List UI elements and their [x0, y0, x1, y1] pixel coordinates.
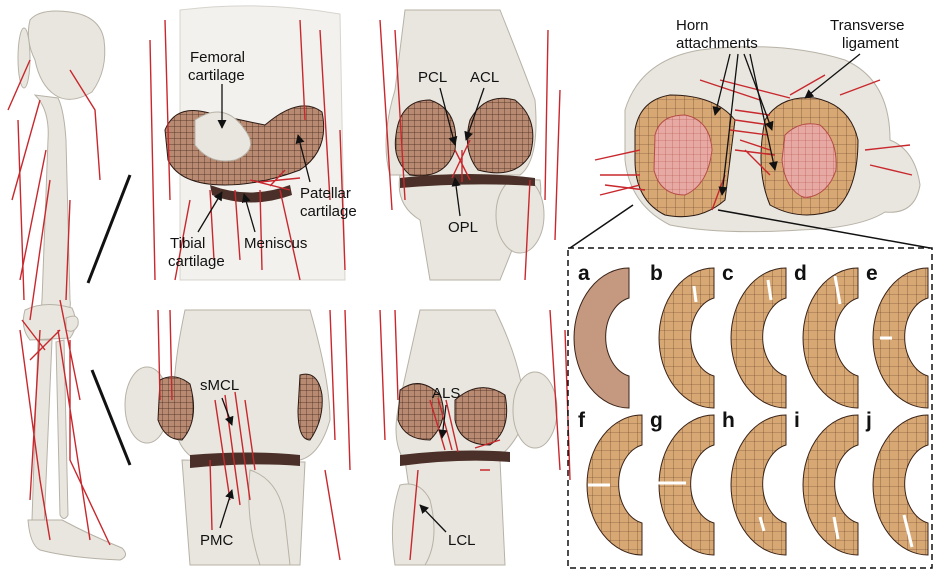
variant-letter-a: a — [578, 262, 590, 285]
variant-letter-j: j — [865, 409, 872, 432]
variant-panel-b: b — [650, 262, 715, 409]
variant-panel-j: j — [865, 409, 929, 556]
variant-panel-c: c — [722, 262, 787, 409]
panel-cruciate-view: PCL ACL OPL — [379, 9, 561, 281]
label-als: ALS — [432, 385, 460, 402]
variant-letter-e: e — [866, 262, 878, 285]
variant-letter-d: d — [794, 262, 807, 285]
label-meniscus: Meniscus — [244, 235, 307, 252]
panel-lateral-view: ALS LCL — [379, 309, 571, 566]
variant-letter-h: h — [722, 409, 735, 432]
variant-letter-c: c — [722, 262, 734, 285]
meniscus-variant-grid: a b c d e f g — [573, 262, 929, 556]
variant-panel-g: g — [650, 409, 715, 556]
variant-letter-g: g — [650, 409, 663, 432]
panel-medial-view: sMCL PMC — [124, 309, 351, 566]
variant-panel-h: h — [722, 409, 787, 556]
full-leg-skeleton — [7, 10, 126, 561]
zoom-line-top — [86, 174, 132, 284]
variant-letter-f: f — [578, 409, 586, 432]
variant-panel-a: a — [573, 262, 630, 409]
zoom-line-bottom — [90, 369, 132, 466]
variant-letter-b: b — [650, 262, 663, 285]
label-pmc: PMC — [200, 532, 234, 549]
variant-letter-i: i — [794, 409, 800, 432]
variant-panel-i: i — [794, 409, 859, 556]
variant-panel-f: f — [578, 409, 643, 556]
zoom-line-inset-left — [569, 204, 634, 249]
label-smcl: sMCL — [200, 377, 239, 394]
zoom-line-inset-right — [717, 209, 931, 249]
label-lcl: LCL — [448, 532, 476, 549]
label-pcl: PCL — [418, 69, 447, 86]
variant-panel-e: e — [866, 262, 929, 409]
meniscus-variants-box — [567, 247, 933, 569]
variant-panel-d: d — [794, 262, 859, 409]
label-opl: OPL — [448, 219, 478, 236]
label-acl: ACL — [470, 69, 499, 86]
